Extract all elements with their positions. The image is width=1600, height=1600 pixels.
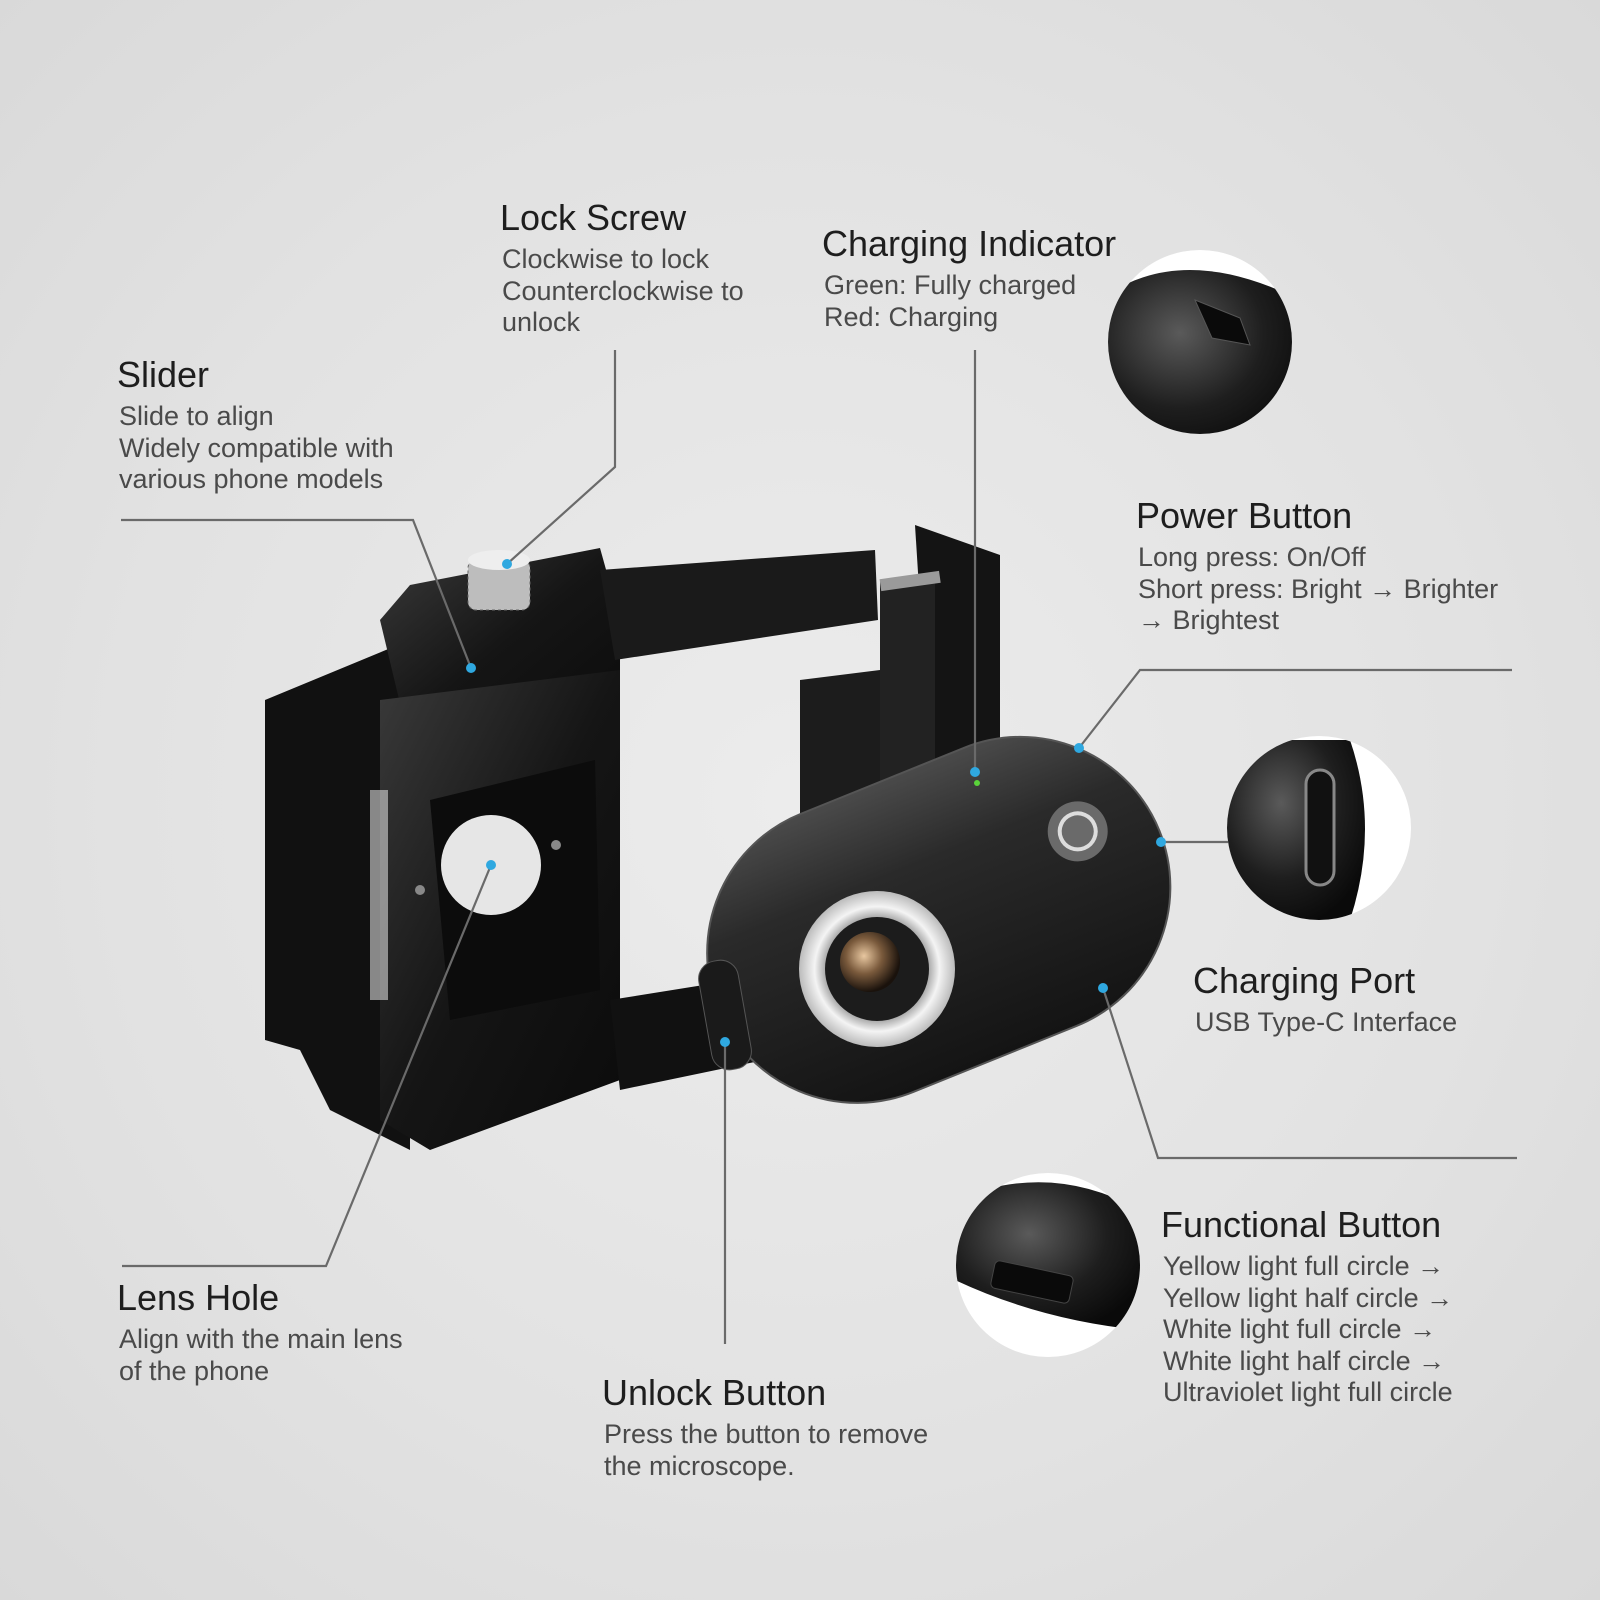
callout-title: Charging Indicator [822,223,1117,264]
callout-line: Yellow light full circle → [1163,1251,1445,1281]
callout-line: the microscope. [604,1450,795,1481]
charging-indicator-led [974,780,980,786]
callout-line: unlock [502,307,581,337]
callout-line: Align with the main lens [119,1324,403,1354]
lock-screw-knob [467,550,531,611]
callout-functional-button: Functional Button Yellow light full circ… [1161,1205,1453,1409]
callout-line: White light half circle → [1163,1345,1446,1376]
callout-line: → Brightest [1138,605,1280,635]
callout-line: Slide to align [119,401,274,431]
callout-line: of the phone [119,1355,270,1386]
callout-line: USB Type-C Interface [1195,1007,1458,1037]
callout-line: Short press: Bright → Brighter [1138,573,1499,604]
callout-title: Lens Hole [117,1277,280,1318]
callout-line: Press the button to remove [604,1419,929,1449]
callout-title: Charging Port [1193,960,1416,1001]
callout-line: White light full circle → [1163,1314,1437,1344]
callout-line: Clockwise to lock [502,244,710,274]
callout-charging-port: Charging Port USB Type-C Interface [1193,961,1457,1039]
callout-line: Yellow light half circle → [1163,1282,1454,1313]
callout-title: Unlock Button [602,1372,827,1413]
callout-line: Green: Fully charged [824,270,1077,300]
callout-unlock-button: Unlock Button Press the button to remove… [602,1373,928,1482]
callout-line: Ultraviolet light full circle [1163,1377,1453,1407]
callout-line: Long press: On/Off [1138,542,1366,572]
callout-markers [466,559,1166,1047]
callout-line: various phone models [119,464,384,494]
inset-charging-port [1227,736,1411,920]
callout-title: Functional Button [1161,1204,1442,1245]
inset-charging-indicator [1108,250,1292,434]
leader-lines [121,350,1517,1344]
callout-title: Power Button [1136,495,1353,536]
callout-line: Widely compatible with [119,432,394,463]
callout-line: Counterclockwise to [502,275,744,306]
inset-functional-button [956,1173,1140,1357]
callout-line: Red: Charging [824,301,999,332]
callout-title: Lock Screw [500,197,687,238]
callout-title: Slider [117,354,210,395]
